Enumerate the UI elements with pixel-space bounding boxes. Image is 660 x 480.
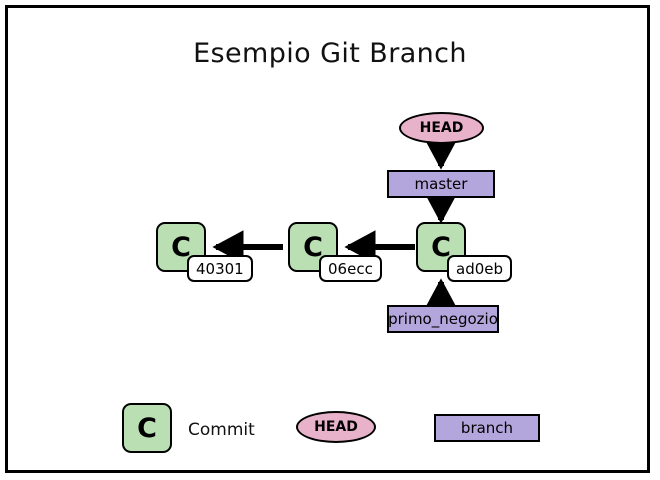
commit-symbol: C — [171, 231, 191, 263]
commit-hash-ad0eb[interactable]: ad0eb — [447, 255, 513, 282]
commit-hash-40301[interactable]: 40301 — [187, 255, 253, 282]
legend-commit-symbol: C — [137, 412, 157, 444]
commit-hash-text: 40301 — [196, 259, 244, 278]
head-node[interactable]: HEAD — [399, 112, 484, 144]
commit-hash-06ecc[interactable]: 06ecc — [319, 255, 382, 282]
commit-symbol: C — [303, 231, 323, 263]
page-title: Esempio Git Branch — [193, 38, 467, 69]
legend-head-swatch: HEAD — [296, 411, 376, 443]
commit-symbol: C — [431, 231, 451, 263]
head-label: HEAD — [419, 120, 464, 136]
branch-label-master: master — [414, 175, 468, 193]
branch-node-primo-negozio[interactable]: primo_negozio — [387, 305, 499, 333]
commit-hash-text: ad0eb — [456, 259, 504, 278]
commit-hash-text: 06ecc — [328, 259, 373, 278]
legend-commit-swatch: C — [122, 403, 172, 453]
branch-label-primo-negozio: primo_negozio — [388, 310, 498, 328]
legend-branch-label: branch — [460, 419, 514, 437]
legend-commit-label: Commit — [188, 420, 255, 440]
branch-node-master[interactable]: master — [387, 170, 495, 198]
legend-head-label: HEAD — [314, 419, 358, 435]
legend-branch-swatch: branch — [434, 414, 540, 442]
